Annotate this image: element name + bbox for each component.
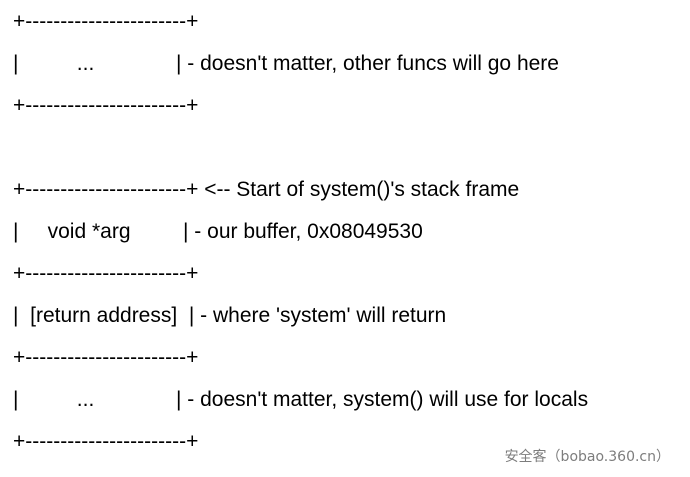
ascii-border-line: +-----------------------+ bbox=[13, 430, 199, 453]
ascii-row-ellipsis-top: | ... | - doesn't matter, other funcs wi… bbox=[13, 52, 559, 75]
ascii-border-line-frame-start: +-----------------------+ <-- Start of s… bbox=[13, 178, 520, 201]
ascii-border-line: +-----------------------+ bbox=[13, 346, 199, 369]
ascii-border-line: +-----------------------+ bbox=[13, 94, 199, 117]
ascii-blank-line bbox=[13, 127, 588, 169]
ascii-row-void-arg: | void *arg | - our buffer, 0x08049530 bbox=[13, 220, 423, 243]
ascii-border-line: +-----------------------+ bbox=[13, 10, 199, 33]
ascii-border-line: +-----------------------+ bbox=[13, 262, 199, 285]
ascii-row-ellipsis-bottom: | ... | - doesn't matter, system() will … bbox=[13, 388, 589, 411]
site-watermark: 安全客（bobao.360.cn） bbox=[504, 449, 670, 465]
stack-frame-ascii-diagram: +-----------------------+ | ... | - does… bbox=[13, 1, 588, 463]
ascii-row-return-address: | [return address] | - where 'system' wi… bbox=[13, 304, 447, 327]
